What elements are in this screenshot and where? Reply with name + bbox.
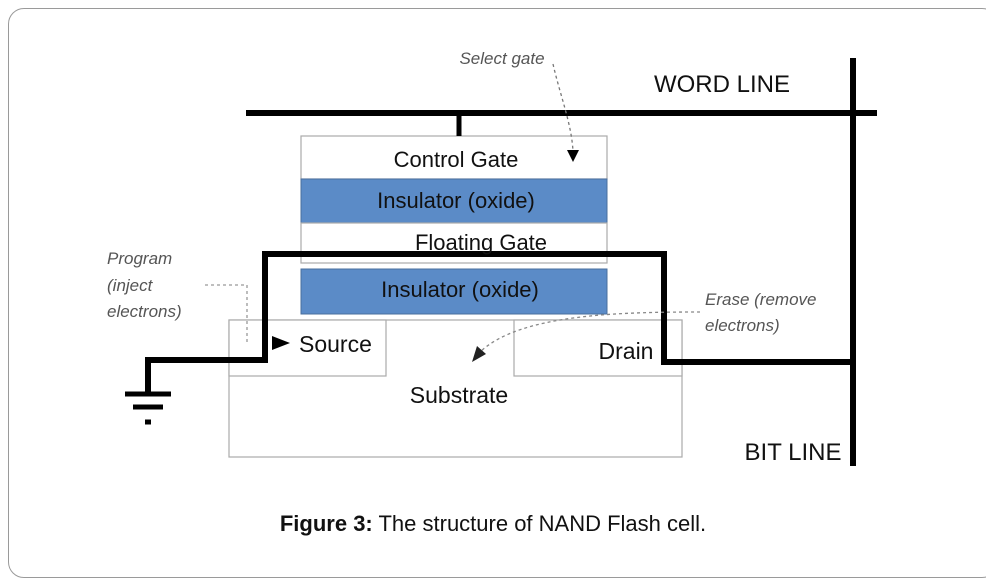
program-note-line-2: (inject — [107, 276, 154, 295]
erase-note-line-1: Erase (remove — [705, 290, 816, 309]
control-gate-label: Control Gate — [394, 147, 519, 172]
control-gate-layer — [300, 135, 608, 180]
program-arrow-icon — [272, 336, 290, 350]
nand-cell-diagram: WORD LINE BIT LINE Select gate Control G… — [107, 49, 877, 466]
erase-arrow-icon — [472, 346, 486, 362]
select-gate-label: Select gate — [459, 49, 544, 68]
insulator-bottom-label: Insulator (oxide) — [381, 277, 539, 302]
substrate-label: Substrate — [410, 382, 508, 408]
bit-line-label: BIT LINE — [745, 439, 842, 466]
figure-caption: Figure 3: The structure of NAND Flash ce… — [0, 511, 986, 537]
select-gate-arrow-icon — [567, 150, 579, 162]
word-line-label: WORD LINE — [654, 71, 790, 98]
insulator-top-label: Insulator (oxide) — [377, 188, 535, 213]
figure-caption-label: Figure 3: — [279, 511, 373, 536]
program-note-line-1: Program — [107, 249, 172, 268]
drain-region — [513, 319, 683, 377]
insulator-top-layer — [300, 178, 608, 224]
figure-caption-text: The structure of NAND Flash cell. — [372, 511, 707, 536]
cell-channel-wire — [145, 251, 853, 394]
program-note-line-3: electrons) — [107, 302, 182, 321]
source-region — [228, 319, 387, 377]
insulator-bottom-layer — [300, 268, 608, 315]
floating-gate-label: Floating Gate — [415, 230, 547, 255]
program-pointer — [205, 284, 248, 342]
source-label: Source — [299, 331, 372, 357]
drain-label: Drain — [599, 338, 654, 364]
erase-pointer — [479, 311, 701, 353]
erase-note-line-2: electrons) — [705, 316, 780, 335]
